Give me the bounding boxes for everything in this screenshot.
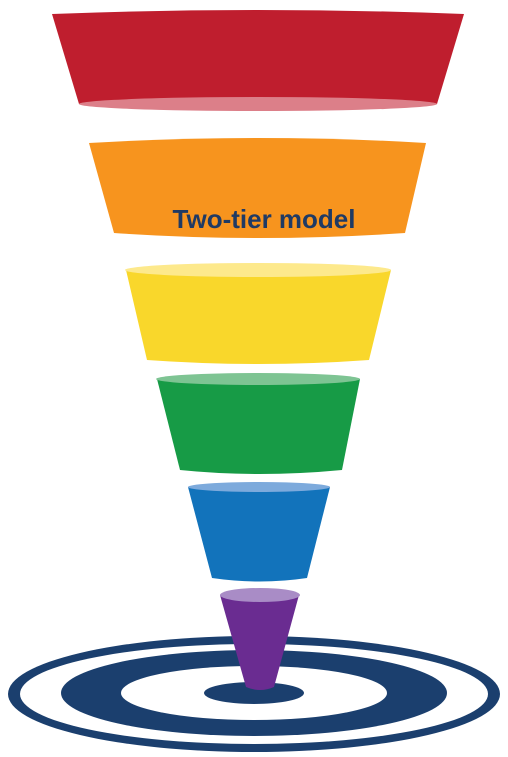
funnel-label: Two-tier model [173, 204, 356, 234]
funnel-band-red-rim [79, 97, 437, 111]
funnel-band-red [52, 10, 464, 111]
target-center [204, 682, 304, 704]
funnel-band-orange-body [89, 138, 426, 238]
funnel-band-green [156, 373, 360, 474]
funnel-band-orange [89, 138, 426, 238]
funnel-band-blue [188, 482, 330, 582]
funnel-band-red-body [52, 10, 464, 108]
funnel-band-green-body [157, 379, 360, 474]
funnel-band-blue-body [188, 487, 330, 582]
funnel-band-green-rim [156, 373, 360, 385]
funnel-band-yellow-body [126, 270, 391, 364]
target-bullseye [8, 636, 500, 752]
funnel-band-yellow-rim [125, 263, 391, 277]
funnel-band-purple [220, 588, 300, 690]
funnel-band-yellow [125, 263, 391, 364]
funnel-band-purple-body [220, 595, 299, 690]
funnel-band-purple-rim [220, 588, 300, 602]
funnel-band-blue-rim [188, 482, 330, 492]
